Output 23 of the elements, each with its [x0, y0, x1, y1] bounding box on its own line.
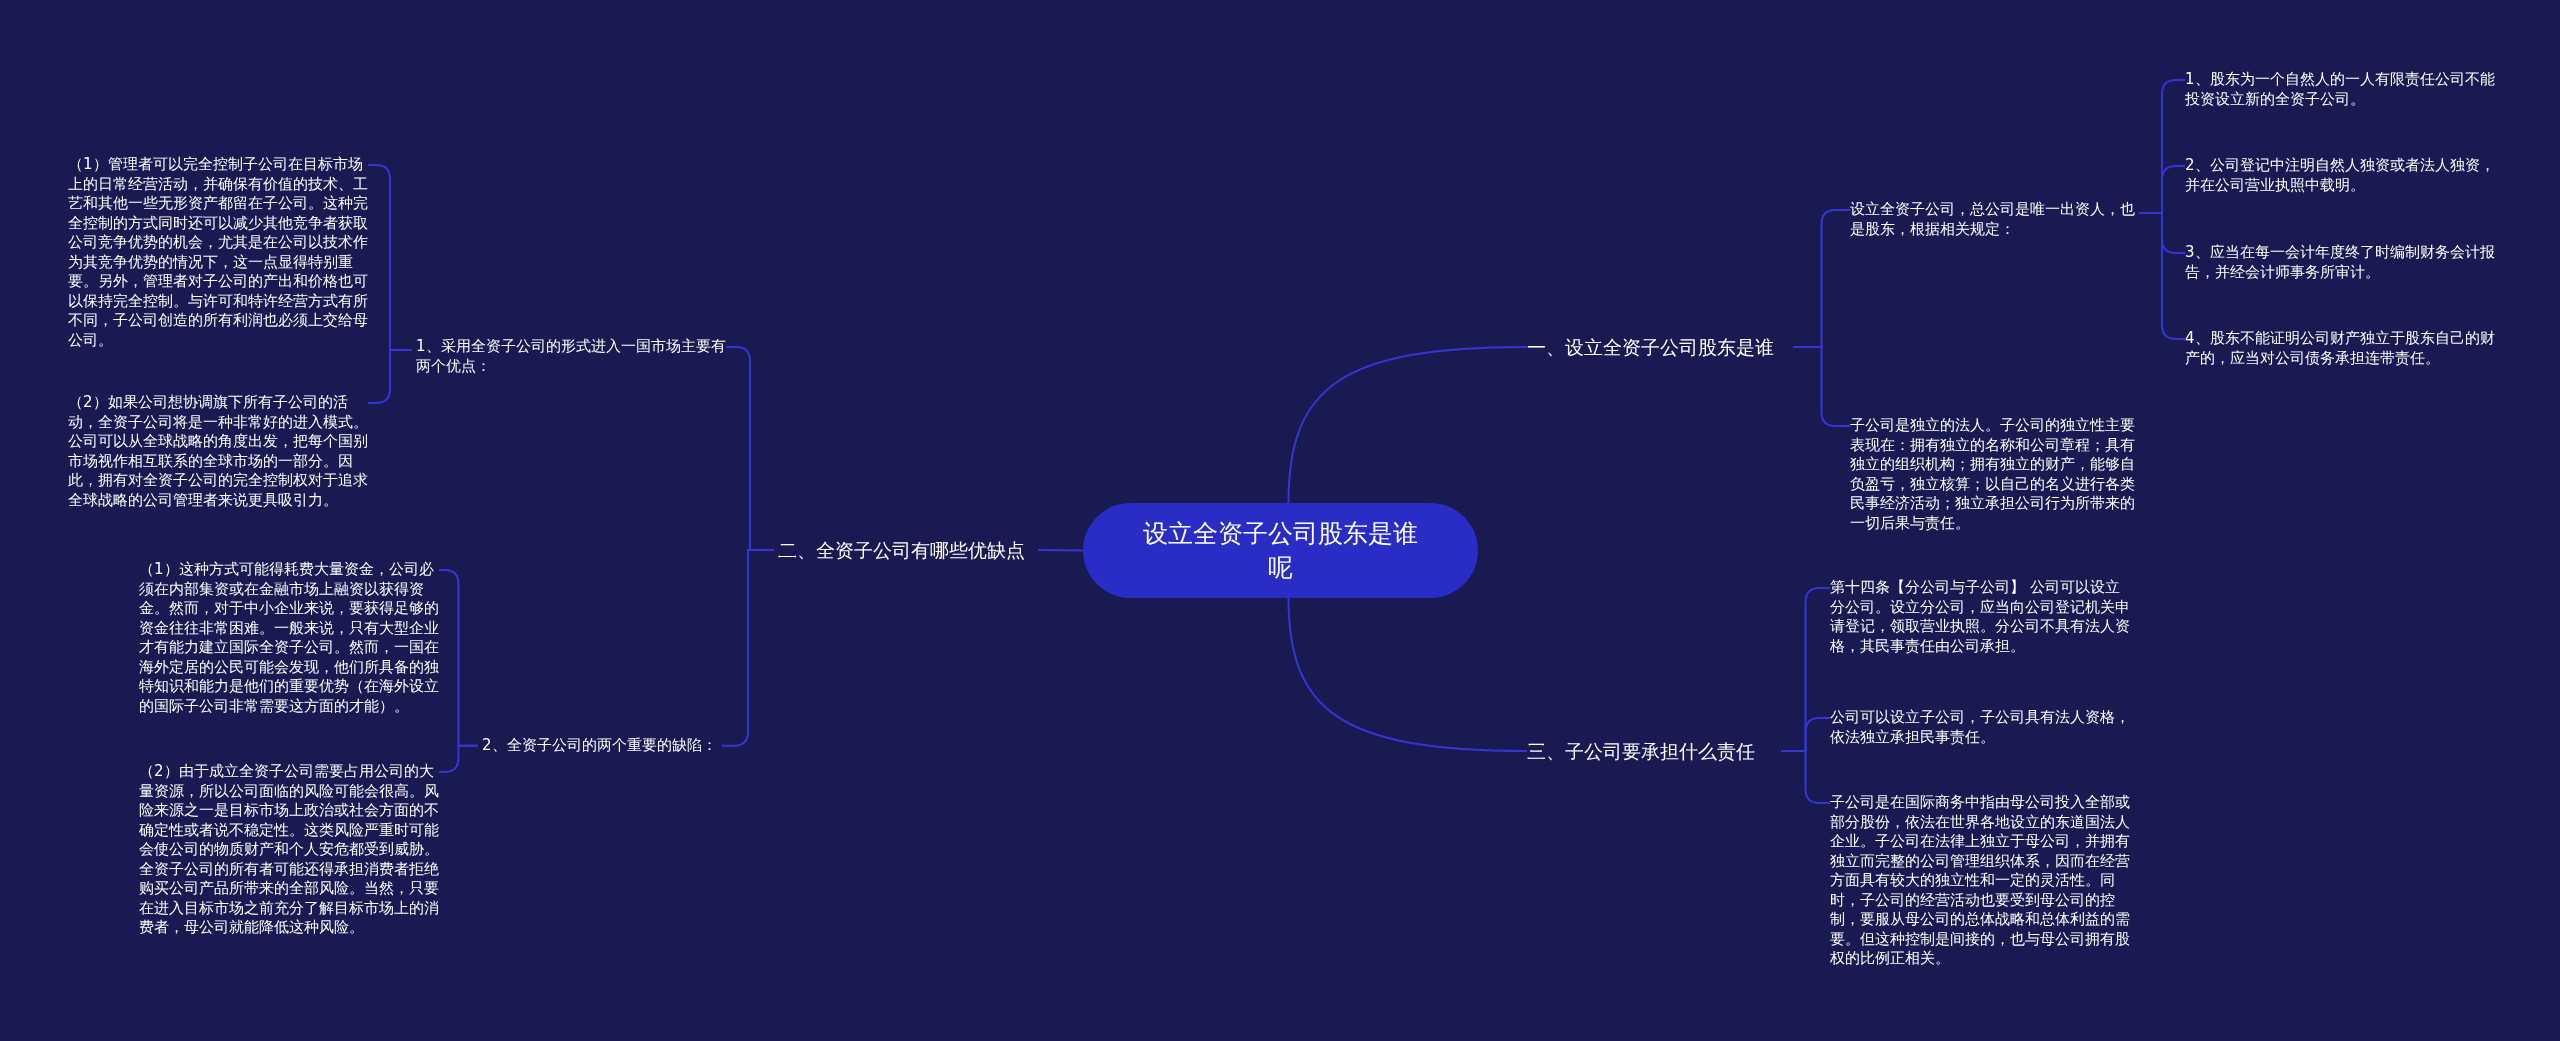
central-topic: 设立全资子公司股东是谁呢	[1083, 503, 1478, 598]
note-text: 3、应当在每一会计年度终了时编制财务会计报告，并经会计师事务所审计。	[2185, 243, 2495, 282]
note-text: （2）如果公司想协调旗下所有子公司的活动，全资子公司将是一种非常好的进入模式。公司可以从全球战略的角度出发，把每个国别市场视作相互联系的全球市场的一部分。因此，拥有对全资子公司的完全控制权对于追求全球战略的公司管理者来说更具吸引力。	[68, 393, 368, 510]
note-text: 1、股东为一个自然人的一人有限责任公司不能投资设立新的全资子公司。	[2185, 70, 2495, 109]
topic-text: 一、设立全资子公司股东是谁	[1527, 334, 1789, 360]
note-text: 2、公司登记中注明自然人独资或者法人独资，并在公司营业执照中载明。	[2185, 156, 2495, 195]
topic-text: 三、子公司要承担什么责任	[1527, 738, 1777, 764]
topic-text: 二、全资子公司有哪些优缺点	[778, 537, 1038, 563]
note-text: （2）由于成立全资子公司需要占用公司的大量资源，所以公司面临的风险可能会很高。风险来源之一是目标市场上政治或社会方面的不确定性或者说不稳定性。这类风险严重时可能会使公司的物质财产和个人安危都受到威胁。全资子公司的所有者可能还得承担消费者拒绝购买公司产品所带来的全部风险。当然，只要在进入目标市场之前充分了解目标市场上的消费者，母公司就能降低这种风险。	[139, 762, 439, 938]
connector-line	[438, 744, 479, 773]
note-text: 4、股东不能证明公司财产独立于股东自己的财产的，应当对公司债务承担连带责任。	[2185, 329, 2495, 368]
note-text: 公司可以设立子公司，子公司具有法人资格，依法独立承担民事责任。	[1830, 708, 2130, 747]
note-text: 2、全资子公司的两个重要的缺陷：	[482, 736, 722, 756]
note-text: 第十四条【分公司与子公司】 公司可以设立分公司。设立分公司，应当向公司登记机关申请登记，领取营业执照。分公司不具有法人资格，其民事责任由公司承担。	[1830, 578, 2130, 656]
note-text: 子公司是在国际商务中指由母公司投入全部或部分股份，依法在世界各地设立的东道国法人企业。子公司在法律上独立于母公司，并拥有独立而完整的公司管理组织体系，因而在经营方面具有较大的独立性和一定的灵活性。同时，子公司的经营活动也要受到母公司的控制，要服从母公司的总体战略和总体利益的需要。但这种控制是间接的，也与母公司拥有股权的比例正相关。	[1830, 793, 2130, 969]
connector-line	[1287, 597, 1528, 752]
note-text: （1）这种方式可能得耗费大量资金，公司必须在内部集资或在金融市场上融资以获得资金。然而，对于中小企业来说，要获得足够的资金往往非常困难。一般来说，只有大型企业才有能力建立国际全资子公司。然而，一国在海外定居的公民可能会发现，他们所具备的独特知识和能力是他们的重要优势（在海外设立的国际子公司非常需要这方面的才能）。	[139, 560, 439, 716]
note-text: 设立全资子公司，总公司是唯一出资人，也是股东，根据相关规定：	[1850, 200, 2135, 239]
note-text: 子公司是独立的法人。子公司的独立性主要表现在：拥有独立的名称和公司章程；具有独立的组织机构；拥有独立的财产，能够自负盈亏，独立核算；以自己的名义进行各类民事经济活动；独立承担公司行为所带来的一切后果与责任。	[1850, 416, 2135, 533]
note-text: 1、采用全资子公司的形式进入一国市场主要有两个优点：	[416, 337, 726, 376]
connector-line	[1287, 346, 1528, 504]
note-text: （1）管理者可以完全控制子公司在目标市场上的日常经营活动，并确保有价值的技术、工艺和其他一些无形资产都留在子公司。这种完全控制的方式同时还可以减少其他竞争者获取公司竞争优势的机会，尤其是在公司以技术作为其竞争优势的情况下，这一点显得特别重要。另外，管理者对子公司的产出和价格也可以保持完全控制。与许可和特许经营方式有所不同，子公司创造的所有利润也必须上交给母公司。	[68, 155, 368, 350]
connector-line	[1037, 549, 1084, 552]
